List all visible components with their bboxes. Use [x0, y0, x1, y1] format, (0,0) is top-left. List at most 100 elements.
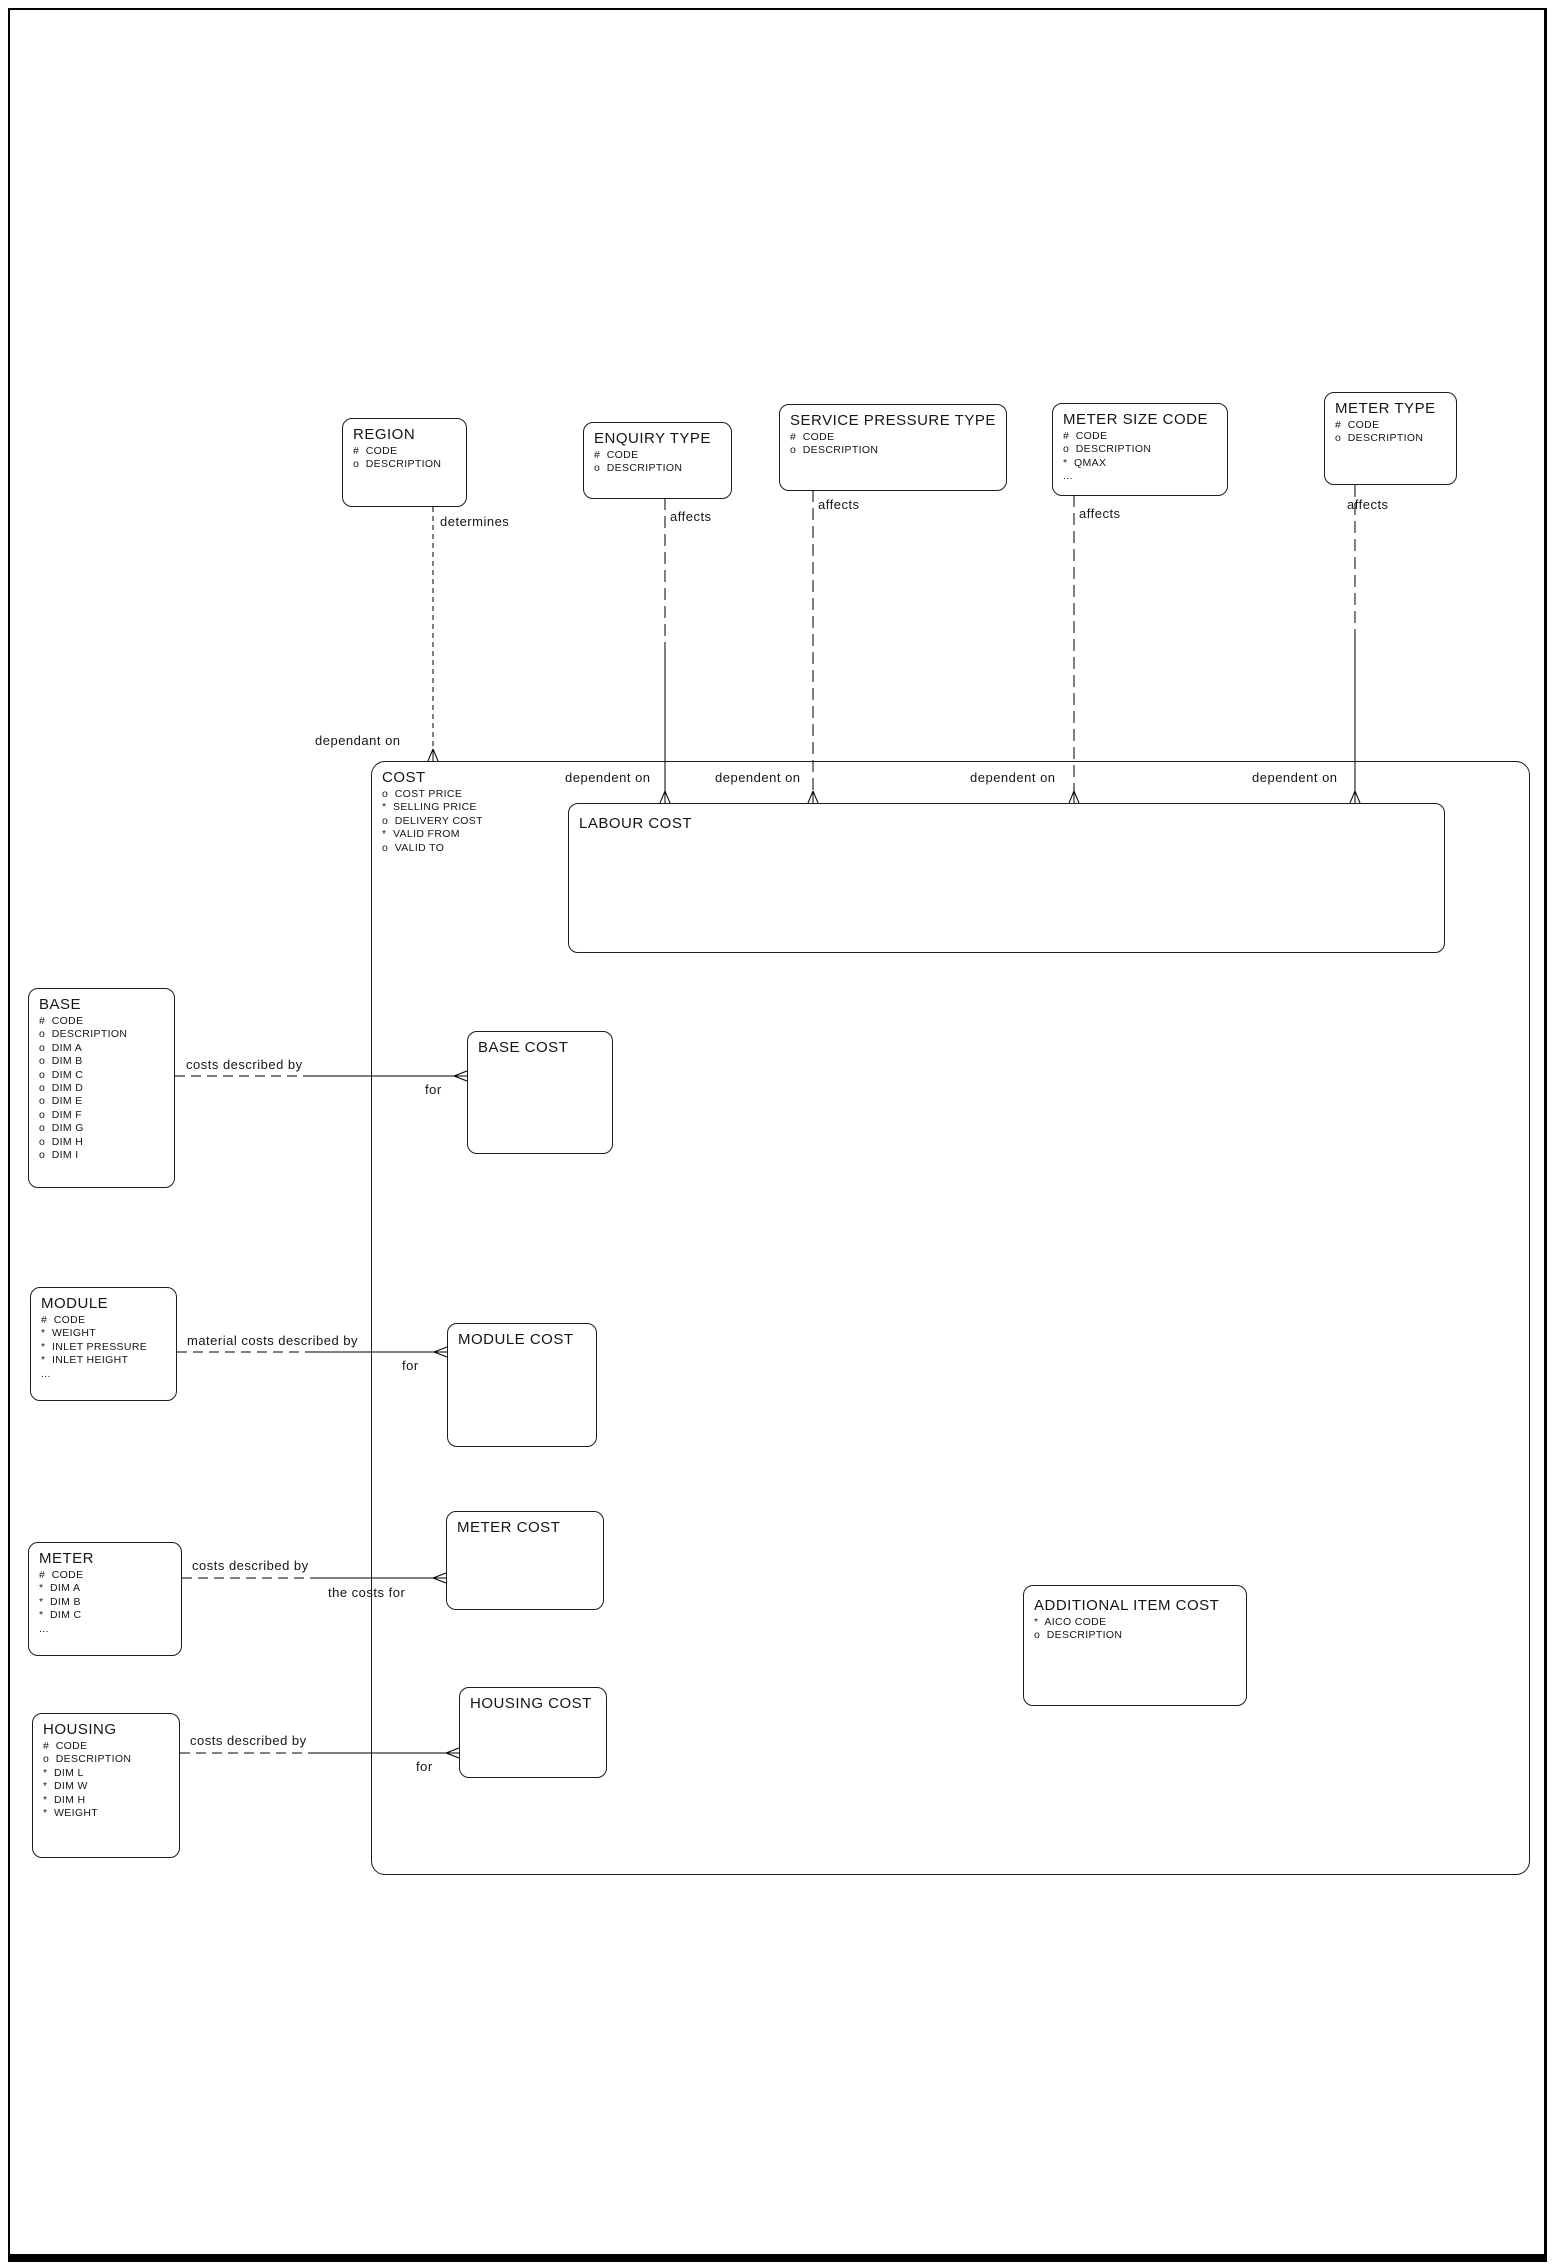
entity-title: REGION	[353, 426, 416, 443]
attribute-row: o DIM D	[39, 1082, 84, 1095]
attribute-row: # CODE	[790, 431, 835, 443]
attribute-row: * DIM A	[39, 1582, 81, 1595]
rel-label-affects-service: affects	[818, 497, 860, 512]
attribute-row: # CODE	[39, 1569, 84, 1581]
attribute-row: o DESCRIPTION	[1335, 432, 1424, 445]
attribute-row: # CODE	[1335, 419, 1380, 431]
rel-label-affects-meter-type: affects	[1347, 497, 1389, 512]
rel-label-module-costs-described-by: material costs described by	[187, 1333, 359, 1348]
attribute-row: * DIM W	[43, 1780, 88, 1793]
attribute-row: o DESCRIPTION	[39, 1028, 128, 1041]
entity-attributes: # CODE* DIM A* DIM B* DIM C...	[39, 1569, 175, 1636]
rel-label-housing-for: for	[416, 1759, 433, 1774]
attribute-row: o DESCRIPTION	[1034, 1629, 1123, 1642]
attribute-row: ...	[1063, 470, 1073, 483]
rel-label-affects-enquiry: affects	[670, 509, 712, 524]
rel-label-determines: determines	[440, 514, 510, 529]
entity-meter-cost[interactable]: METER COST	[446, 1511, 604, 1610]
rel-label-base-for: for	[425, 1082, 442, 1097]
entity-title: ENQUIRY TYPE	[594, 430, 711, 447]
attribute-row: # CODE	[594, 449, 639, 461]
entity-meter[interactable]: METER # CODE* DIM A* DIM B* DIM C...	[28, 1542, 182, 1656]
attribute-row: * VALID FROM	[382, 828, 460, 841]
attribute-row: * INLET PRESSURE	[41, 1340, 148, 1353]
entity-module[interactable]: MODULE # CODE* WEIGHT* INLET PRESSURE* I…	[30, 1287, 177, 1401]
attribute-row: o DELIVERY COST	[382, 814, 483, 827]
entity-title: BASE COST	[478, 1039, 569, 1056]
entity-title: SERVICE PRESSURE TYPE	[790, 412, 996, 429]
attribute-row: o DESCRIPTION	[1063, 443, 1152, 456]
rel-label-meter-the-costs-for: the costs for	[328, 1585, 406, 1600]
entity-title: METER SIZE CODE	[1063, 411, 1209, 428]
entity-attributes: # CODE* WEIGHT* INLET PRESSURE* INLET HE…	[41, 1314, 170, 1381]
attribute-row: * SELLING PRICE	[382, 801, 477, 814]
attribute-row: o DIM A	[39, 1041, 83, 1054]
rel-label-module-for: for	[402, 1358, 419, 1373]
attribute-row: o DESCRIPTION	[43, 1753, 132, 1766]
attribute-row: * WEIGHT	[43, 1807, 99, 1820]
entity-title: MODULE	[41, 1295, 109, 1312]
attribute-row: # CODE	[1063, 430, 1108, 442]
attribute-row: * INLET HEIGHT	[41, 1354, 129, 1367]
attribute-row: * DIM H	[43, 1793, 86, 1806]
attribute-row: o DESCRIPTION	[594, 462, 683, 475]
attribute-row: o DIM G	[39, 1122, 84, 1135]
entity-module-cost[interactable]: MODULE COST	[447, 1323, 597, 1447]
attribute-row: o DIM B	[39, 1055, 83, 1068]
rel-label-dependent-on-meter-type: dependent on	[1252, 770, 1338, 785]
attribute-row: # CODE	[41, 1314, 86, 1326]
entity-title: COST	[382, 769, 426, 786]
attribute-row: o DIM I	[39, 1149, 79, 1162]
entity-title: METER COST	[457, 1519, 561, 1536]
entity-title: MODULE COST	[458, 1331, 574, 1348]
entity-title: METER TYPE	[1335, 400, 1436, 417]
attribute-row: o COST PRICE	[382, 788, 463, 800]
attribute-row: * DIM B	[39, 1595, 81, 1608]
entity-housing-cost[interactable]: HOUSING COST	[459, 1687, 607, 1778]
attribute-row: * QMAX	[1063, 456, 1107, 469]
attribute-row: o DIM F	[39, 1108, 83, 1121]
attribute-row: * WEIGHT	[41, 1327, 97, 1340]
rel-label-dependent-on-service: dependent on	[715, 770, 801, 785]
entity-labour-cost[interactable]: LABOUR COST	[568, 803, 1445, 953]
entity-title: HOUSING COST	[470, 1695, 592, 1712]
attribute-row: # CODE	[353, 445, 398, 457]
attribute-row: o DIM H	[39, 1135, 84, 1148]
attribute-row: # CODE	[39, 1015, 84, 1027]
entity-title: ADDITIONAL ITEM COST	[1034, 1597, 1220, 1614]
attribute-row: o DESCRIPTION	[790, 444, 879, 457]
rel-label-meter-costs-described-by: costs described by	[192, 1558, 309, 1573]
entity-title: METER	[39, 1550, 94, 1567]
attribute-row: # CODE	[43, 1740, 88, 1752]
rel-label-affects-meter-size: affects	[1079, 506, 1121, 521]
attribute-row: o DIM C	[39, 1068, 84, 1081]
entity-title: LABOUR COST	[579, 815, 693, 832]
rel-label-housing-costs-described-by: costs described by	[190, 1733, 307, 1748]
rel-label-dependent-on-meter-size: dependent on	[970, 770, 1056, 785]
attribute-row: * DIM C	[39, 1609, 82, 1622]
attribute-row: o DESCRIPTION	[353, 458, 442, 471]
attribute-row: ...	[41, 1367, 51, 1380]
entity-base-cost[interactable]: BASE COST	[467, 1031, 613, 1154]
attribute-row: o VALID TO	[382, 841, 445, 854]
rel-label-dependent-on-enquiry: dependent on	[565, 770, 651, 785]
rel-label-dependant-on: dependant on	[315, 733, 401, 748]
